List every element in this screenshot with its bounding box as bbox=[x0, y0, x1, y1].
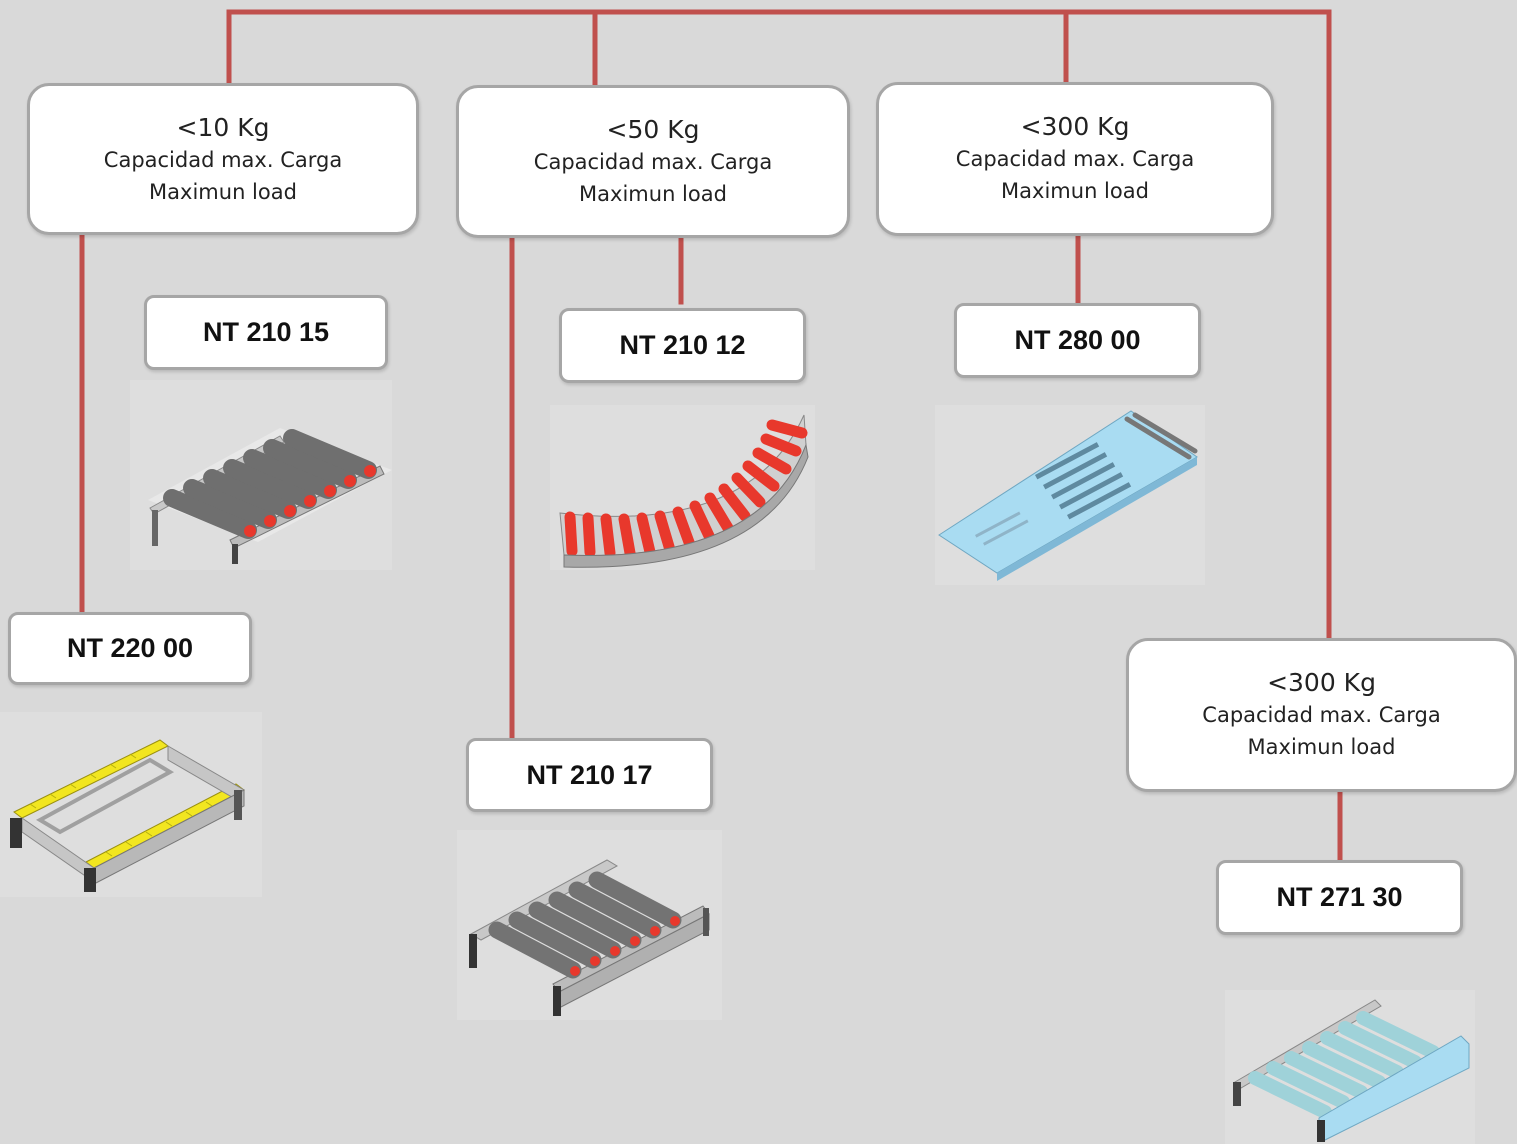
capacity-box-300kg: <300 Kg Capacidad max. Carga Maximun loa… bbox=[876, 82, 1274, 236]
capacity-box-50kg: <50 Kg Capacidad max. Carga Maximun load bbox=[456, 85, 850, 238]
capacity-label-es: Capacidad max. Carga bbox=[103, 148, 343, 172]
heavy-roller-conveyor-icon bbox=[1225, 990, 1475, 1144]
capacity-weight: <10 Kg bbox=[176, 113, 270, 142]
capacity-box-10kg: <10 Kg Capacidad max. Carga Maximun load bbox=[27, 83, 419, 235]
straight-roller-conveyor-icon bbox=[457, 830, 722, 1020]
curved-roller-conveyor-icon bbox=[550, 405, 815, 570]
product-code-nt22000: NT 220 00 bbox=[8, 612, 252, 685]
product-code-nt28000: NT 280 00 bbox=[954, 303, 1201, 378]
product-code-nt21017: NT 210 17 bbox=[466, 738, 713, 812]
product-code-nt21012: NT 210 12 bbox=[559, 308, 806, 383]
capacity-label-es: Capacidad max. Carga bbox=[533, 150, 773, 174]
belt-conveyor-icon bbox=[0, 712, 262, 897]
product-code-nt27130: NT 271 30 bbox=[1216, 860, 1463, 935]
capacity-weight: <50 Kg bbox=[606, 115, 700, 144]
product-code-nt21015: NT 210 15 bbox=[144, 295, 388, 370]
ball-transfer-ramp-icon bbox=[935, 405, 1205, 585]
capacity-label-es: Capacidad max. Carga bbox=[1202, 703, 1441, 727]
capacity-label-en: Maximun load bbox=[1247, 735, 1396, 759]
capacity-label-en: Maximun load bbox=[149, 180, 297, 204]
capacity-box-300kg-heavy: <300 Kg Capacidad max. Carga Maximun loa… bbox=[1126, 638, 1517, 792]
capacity-label-en: Maximun load bbox=[1001, 179, 1149, 203]
capacity-weight: <300 Kg bbox=[1267, 668, 1376, 697]
capacity-label-es: Capacidad max. Carga bbox=[955, 147, 1195, 171]
straight-roller-conveyor-icon bbox=[130, 380, 392, 570]
capacity-weight: <300 Kg bbox=[1020, 112, 1130, 141]
capacity-label-en: Maximun load bbox=[579, 182, 727, 206]
